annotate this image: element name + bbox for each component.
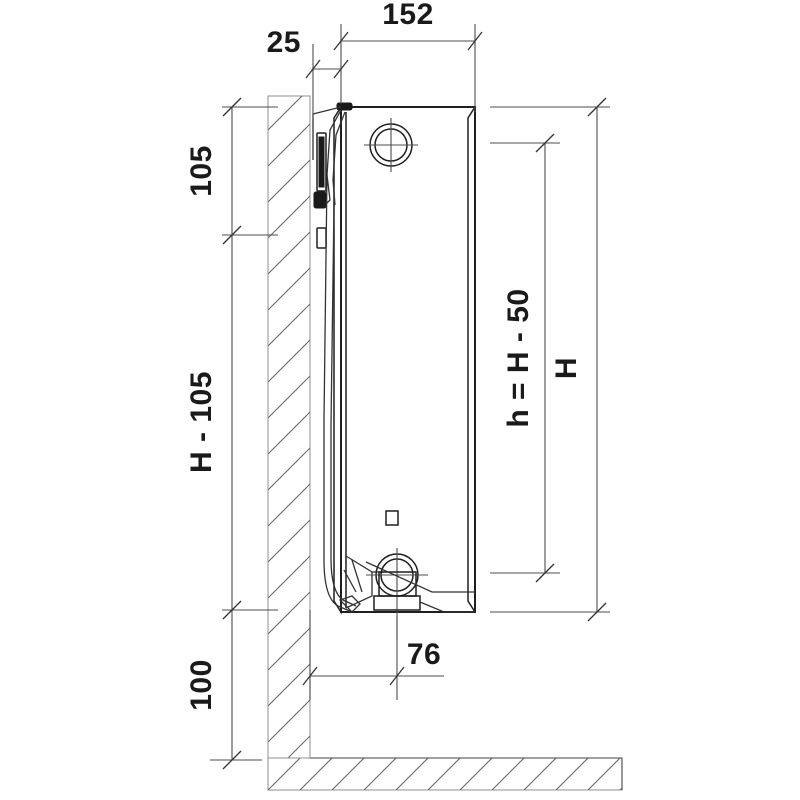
air-vent-circle	[364, 118, 418, 172]
valve-connection-circle	[345, 548, 475, 640]
floor-section	[267, 757, 623, 791]
dim-label-H: H	[550, 357, 583, 379]
dim-label-152: 152	[382, 0, 434, 31]
bottom-dimension-group: 76	[302, 610, 444, 700]
wall-hatching	[268, 96, 310, 790]
left-dimension-group: 105 H - 105 100	[185, 97, 278, 770]
dim-label-76: 76	[407, 638, 441, 671]
dim-label-105: 105	[185, 145, 218, 197]
radiator-back-channel	[323, 174, 363, 613]
top-dimension-group: 152 25	[267, 0, 483, 118]
radiator-body	[333, 102, 476, 615]
dim-label-h-minus-105: H - 105	[185, 371, 218, 473]
right-dimension-group: h = H - 50 H	[490, 97, 610, 622]
square-marker	[385, 510, 399, 526]
dim-label-25: 25	[267, 26, 301, 59]
dim-label-h-minus-50: h = H - 50	[502, 288, 535, 427]
wall-section	[267, 95, 311, 791]
floor-hatching	[268, 758, 622, 790]
dim-label-100: 100	[185, 659, 218, 711]
